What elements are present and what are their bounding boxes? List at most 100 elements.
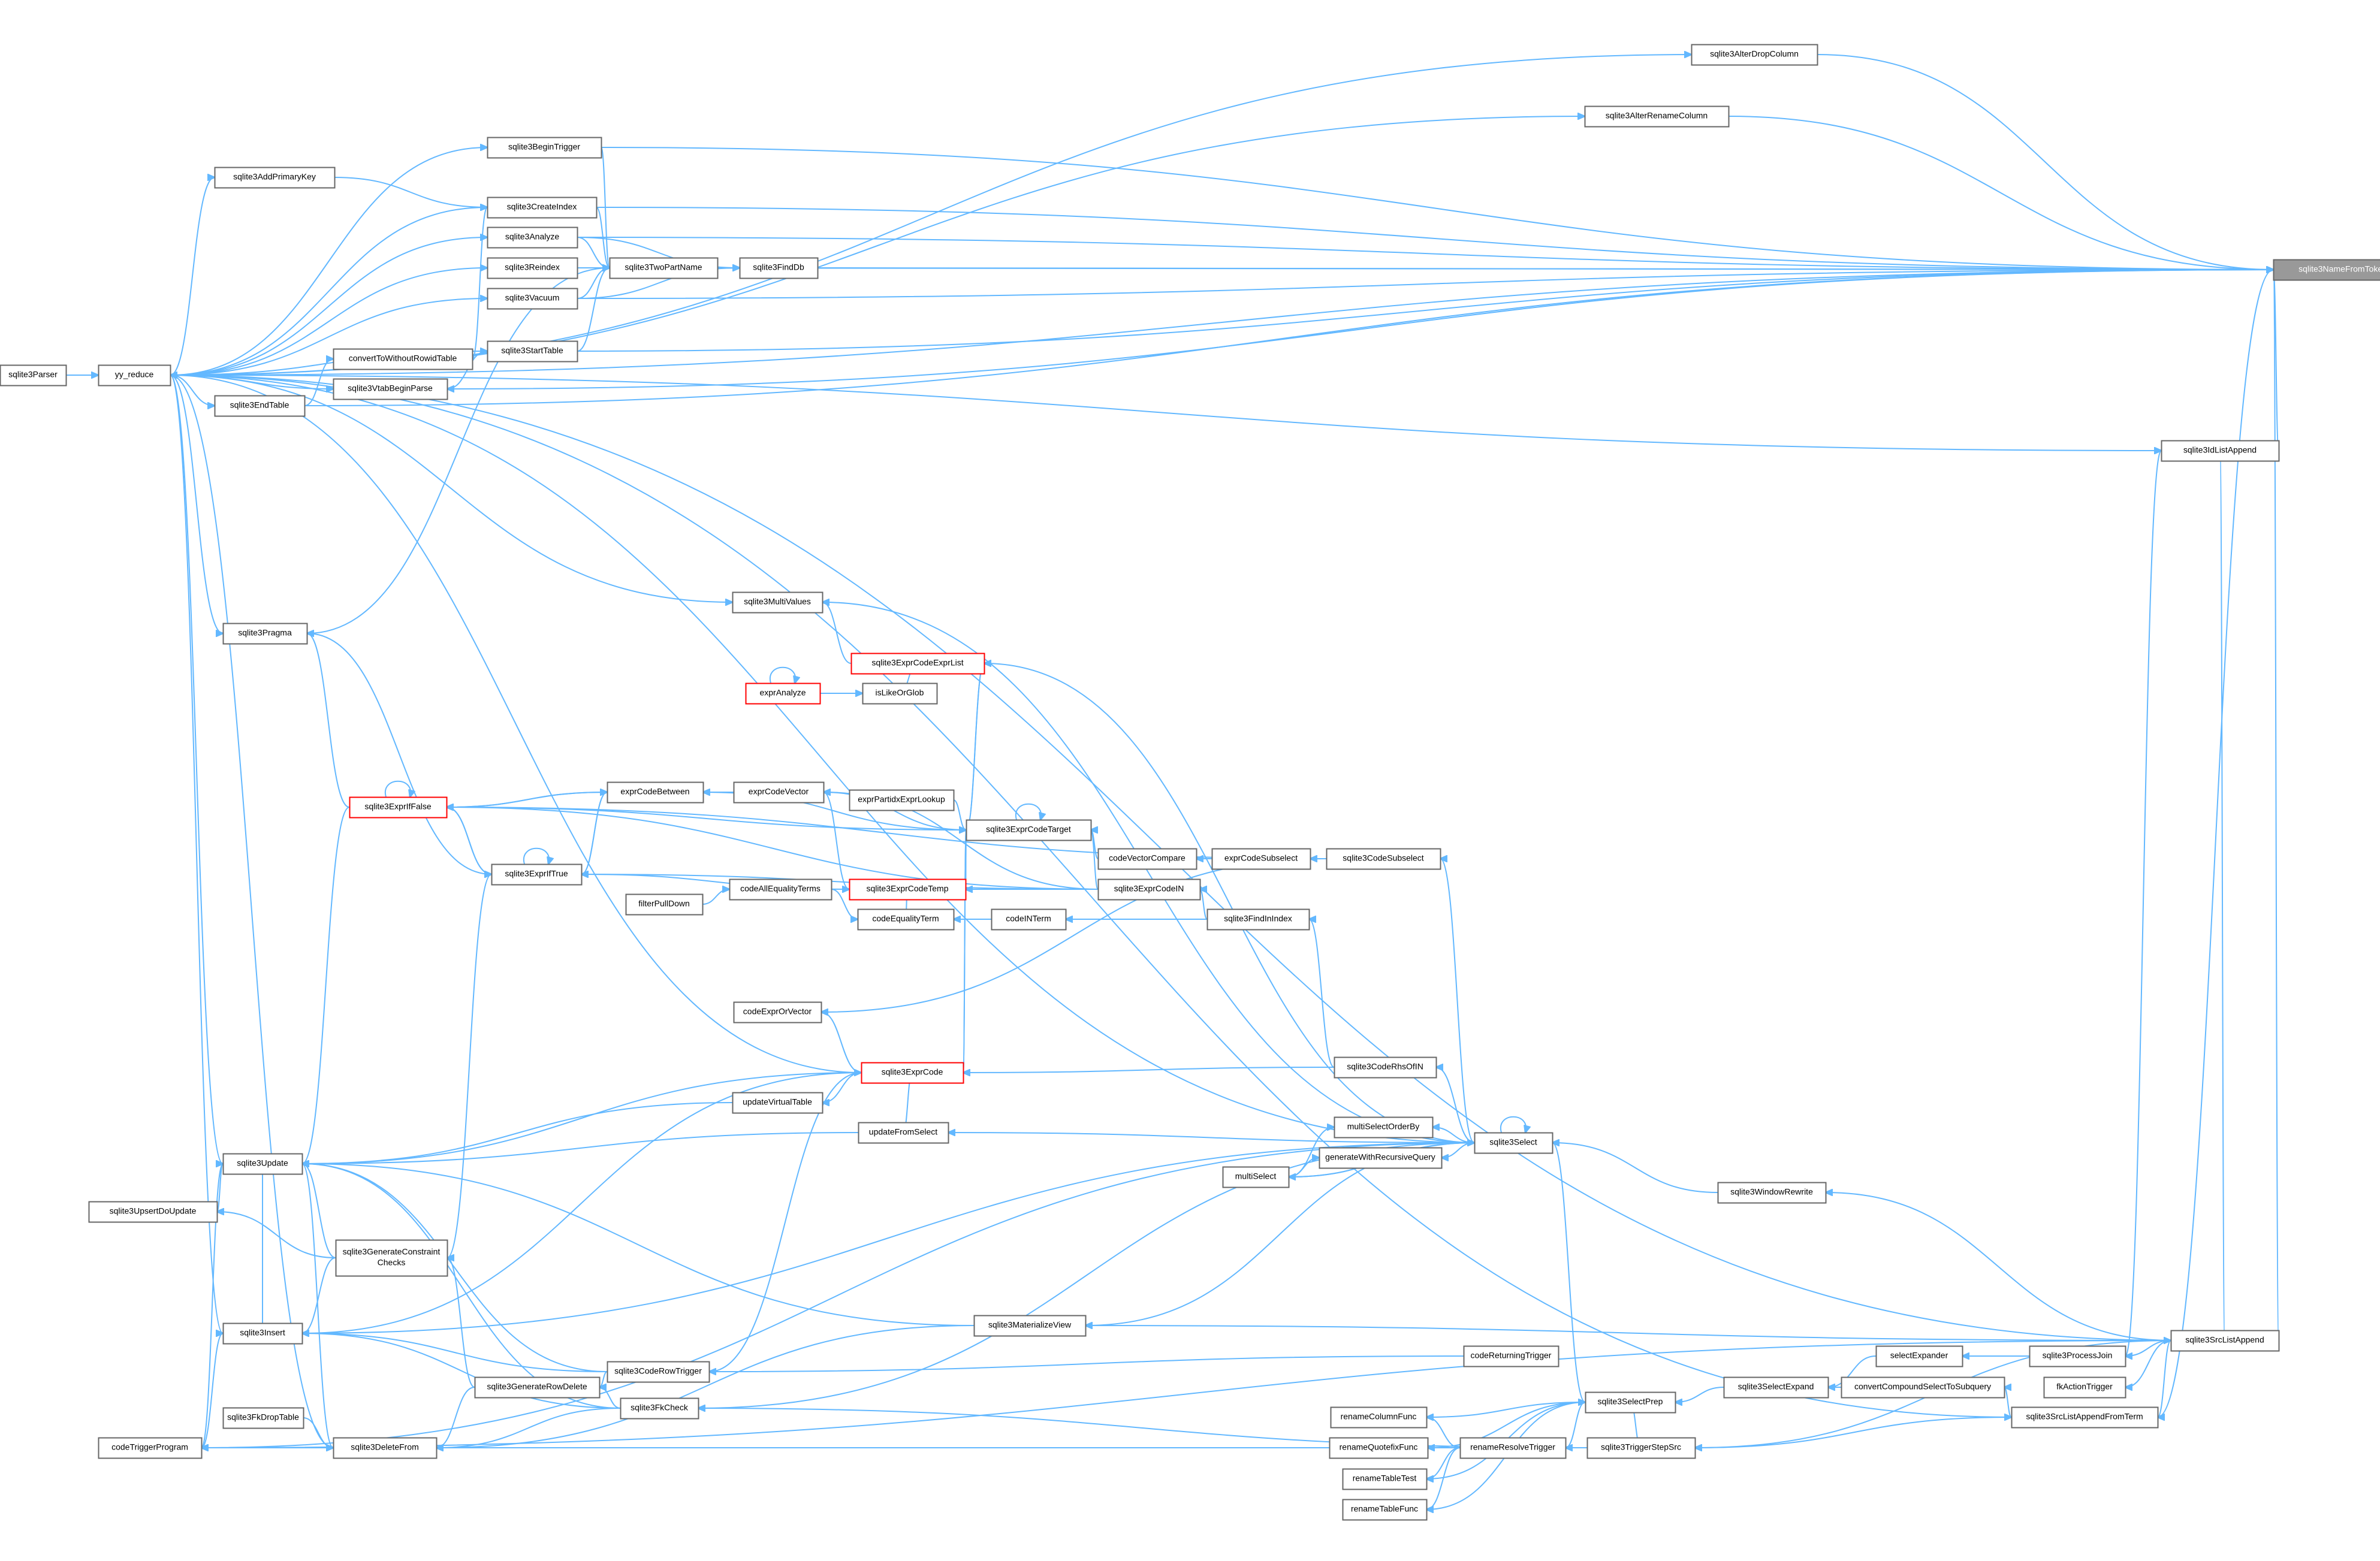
node-windowRewrite[interactable]: sqlite3WindowRewrite xyxy=(1717,1182,1827,1204)
node-ifTrue[interactable]: sqlite3ExprIfTrue xyxy=(491,863,583,886)
node-ifFalse[interactable]: sqlite3ExprIfFalse xyxy=(349,796,448,819)
node-label: sqlite3BeginTrigger xyxy=(508,142,580,152)
edge-select-to-multiValues xyxy=(822,602,1474,1143)
node-exprAnalyze[interactable]: exprAnalyze xyxy=(745,683,821,705)
node-yyReduce[interactable]: yy_reduce xyxy=(98,364,171,387)
node-parser[interactable]: sqlite3Parser xyxy=(0,364,67,387)
node-multiSelect[interactable]: multiSelect xyxy=(1222,1166,1290,1188)
node-renameQuoteFix[interactable]: renameQuotefixFunc xyxy=(1329,1437,1429,1459)
node-deleteFrom[interactable]: sqlite3DeleteFrom xyxy=(333,1437,438,1459)
node-codeRhsOfIN[interactable]: sqlite3CodeRhsOfIN xyxy=(1334,1056,1437,1079)
edge-root-to-srcListAppend xyxy=(2273,270,2279,1341)
node-fkActionTrigger[interactable]: fkActionTrigger xyxy=(2043,1376,2126,1399)
node-twoPart[interactable]: sqlite3TwoPartName xyxy=(609,257,719,279)
node-label: convertToWithoutRowidTable xyxy=(349,354,457,363)
node-codeTrigProg[interactable]: codeTriggerProgram xyxy=(98,1437,203,1459)
node-reindex[interactable]: sqlite3Reindex xyxy=(487,257,578,279)
node-renameColFunc[interactable]: renameColumnFunc xyxy=(1330,1406,1428,1429)
edge-updVirtual-to-exprCode xyxy=(822,1072,862,1103)
node-pragma[interactable]: sqlite3Pragma xyxy=(222,623,308,645)
node-selectPrep[interactable]: sqlite3SelectPrep xyxy=(1585,1391,1676,1414)
node-convertWRT[interactable]: convertToWithoutRowidTable xyxy=(333,348,473,370)
node-multiValues[interactable]: sqlite3MultiValues xyxy=(732,591,824,614)
node-multiUnderlay[interactable]: multiSelectOrderBy xyxy=(1334,1116,1434,1139)
edge-yyReduce-to-exprCode xyxy=(170,375,862,1073)
node-renameResolve[interactable]: renameResolveTrigger xyxy=(1459,1437,1567,1459)
node-codeINTerm[interactable]: codeINTerm xyxy=(991,908,1067,931)
node-updVirtual[interactable]: updateVirtualTable xyxy=(732,1092,824,1114)
node-genRecursive[interactable]: generateWithRecursiveQuery xyxy=(1319,1147,1443,1169)
node-box xyxy=(1222,1166,1290,1188)
node-codeSubselect[interactable]: sqlite3CodeSubselect xyxy=(1326,848,1441,870)
node-exprCode[interactable]: sqlite3ExprCode xyxy=(861,1062,964,1084)
node-codeAllEq[interactable]: codeAllEqualityTerms xyxy=(729,878,832,901)
node-box xyxy=(491,863,583,886)
node-exprCodeBetween[interactable]: exprCodeBetween xyxy=(607,781,704,804)
node-vtabBegin[interactable]: sqlite3VtabBeginParse xyxy=(333,378,448,400)
node-selectExpand[interactable]: sqlite3SelectExpand xyxy=(1723,1376,1829,1399)
node-filterPullDown[interactable]: filterPullDown xyxy=(625,893,704,916)
node-createIndex[interactable]: sqlite3CreateIndex xyxy=(487,197,598,219)
node-fkCheck[interactable]: sqlite3FkCheck xyxy=(620,1397,699,1420)
node-alterRename[interactable]: sqlite3AlterRenameColumn xyxy=(1584,105,1730,128)
node-findDb[interactable]: sqlite3FindDb xyxy=(739,257,819,279)
node-selectExpander[interactable]: selectExpander xyxy=(1875,1345,1963,1367)
node-startTable[interactable]: sqlite3StartTable xyxy=(487,340,578,363)
node-label: sqlite3IdListAppend xyxy=(2183,445,2257,455)
node-endTable[interactable]: sqlite3EndTable xyxy=(214,395,306,417)
node-label: exprPartidxExprLookup xyxy=(858,795,945,804)
edge-selectPrep-to-select xyxy=(1552,1142,1585,1402)
node-renameTableTest[interactable]: renameTableTest xyxy=(1342,1468,1428,1490)
node-box xyxy=(2170,1330,2280,1352)
node-label: sqlite3AddPrimaryKey xyxy=(233,172,316,182)
node-box xyxy=(732,591,824,614)
node-codeRowTrigger[interactable]: sqlite3CodeRowTrigger xyxy=(607,1361,710,1383)
edge-multiValues-to-yyReduce xyxy=(170,375,732,602)
node-srcListFromTerm[interactable]: sqlite3SrcListAppendFromTerm xyxy=(2011,1406,2159,1429)
node-processJoin[interactable]: sqlite3ProcessJoin xyxy=(2029,1345,2126,1367)
node-genRowDelete[interactable]: sqlite3GenerateRowDelete xyxy=(474,1376,601,1399)
node-box xyxy=(88,1201,218,1223)
node-upsert[interactable]: sqlite3UpsertDoUpdate xyxy=(88,1201,218,1223)
node-codeTemp[interactable]: sqlite3ExprCodeTemp xyxy=(849,878,967,901)
edges-layer xyxy=(66,55,2279,1509)
node-box xyxy=(222,1153,303,1175)
node-select[interactable]: sqlite3Select xyxy=(1474,1132,1554,1154)
node-box xyxy=(1717,1182,1827,1204)
node-insert[interactable]: sqlite3Insert xyxy=(222,1323,303,1345)
node-materialize[interactable]: sqlite3MaterializeView xyxy=(973,1315,1087,1337)
node-codeVecCompare[interactable]: codeVectorCompare xyxy=(1097,848,1197,870)
node-root[interactable]: sqlite3NameFromToken xyxy=(2273,259,2380,281)
node-findInIndex[interactable]: sqlite3FindInIndex xyxy=(1206,908,1310,931)
node-isLikeOrGlob[interactable]: isLikeOrGlob xyxy=(862,683,938,705)
node-exprCodeSubselect[interactable]: exprCodeSubselect xyxy=(1211,848,1311,870)
node-convertCompound[interactable]: convertCompoundSelectToSubquery xyxy=(1841,1376,2005,1399)
node-triggerStepSrc[interactable]: sqlite3TriggerStepSrc xyxy=(1586,1437,1696,1459)
node-codeIN[interactable]: sqlite3ExprCodeIN xyxy=(1097,878,1201,901)
node-idListAppend[interactable]: sqlite3IdListAppend xyxy=(2161,440,2280,462)
node-updFromSelect[interactable]: updateFromSelect xyxy=(858,1122,949,1144)
node-update[interactable]: sqlite3Update xyxy=(222,1153,303,1175)
node-codeTarget[interactable]: sqlite3ExprCodeTarget xyxy=(966,819,1092,841)
node-exprCodeVector[interactable]: exprCodeVector xyxy=(733,781,825,804)
node-codeReturning[interactable]: codeReturningTrigger xyxy=(1463,1345,1559,1367)
node-analyze[interactable]: sqlite3Analyze xyxy=(487,227,578,249)
edge-select-to-insert xyxy=(301,1143,1474,1334)
node-srcListAppend[interactable]: sqlite3SrcListAppend xyxy=(2170,1330,2280,1352)
node-exprPartidx[interactable]: exprPartidxExprLookup xyxy=(849,789,955,811)
node-codeEqTerm[interactable]: codeEqualityTerm xyxy=(857,908,955,931)
node-renameTableFunc[interactable]: renameTableFunc xyxy=(1342,1499,1428,1521)
node-fkDropTable[interactable]: sqlite3FkDropTable xyxy=(222,1407,304,1429)
edge-ifTrue-to-exprCodeBetween xyxy=(581,792,608,874)
node-box xyxy=(222,1323,303,1345)
node-label: sqlite3UpsertDoUpdate xyxy=(110,1206,197,1216)
node-beginTrigger[interactable]: sqlite3BeginTrigger xyxy=(487,137,602,159)
node-label: sqlite3ExprCode xyxy=(882,1067,943,1077)
node-label: sqlite3SelectPrep xyxy=(1598,1397,1663,1406)
node-alterDrop[interactable]: sqlite3AlterDropColumn xyxy=(1691,44,1818,66)
node-codeExprList[interactable]: sqlite3ExprCodeExprList xyxy=(850,653,985,675)
node-vacuum[interactable]: sqlite3Vacuum xyxy=(487,288,578,310)
node-codeExprOrVec[interactable]: codeExprOrVector xyxy=(733,1001,822,1023)
node-addPK[interactable]: sqlite3AddPrimaryKey xyxy=(214,167,336,189)
